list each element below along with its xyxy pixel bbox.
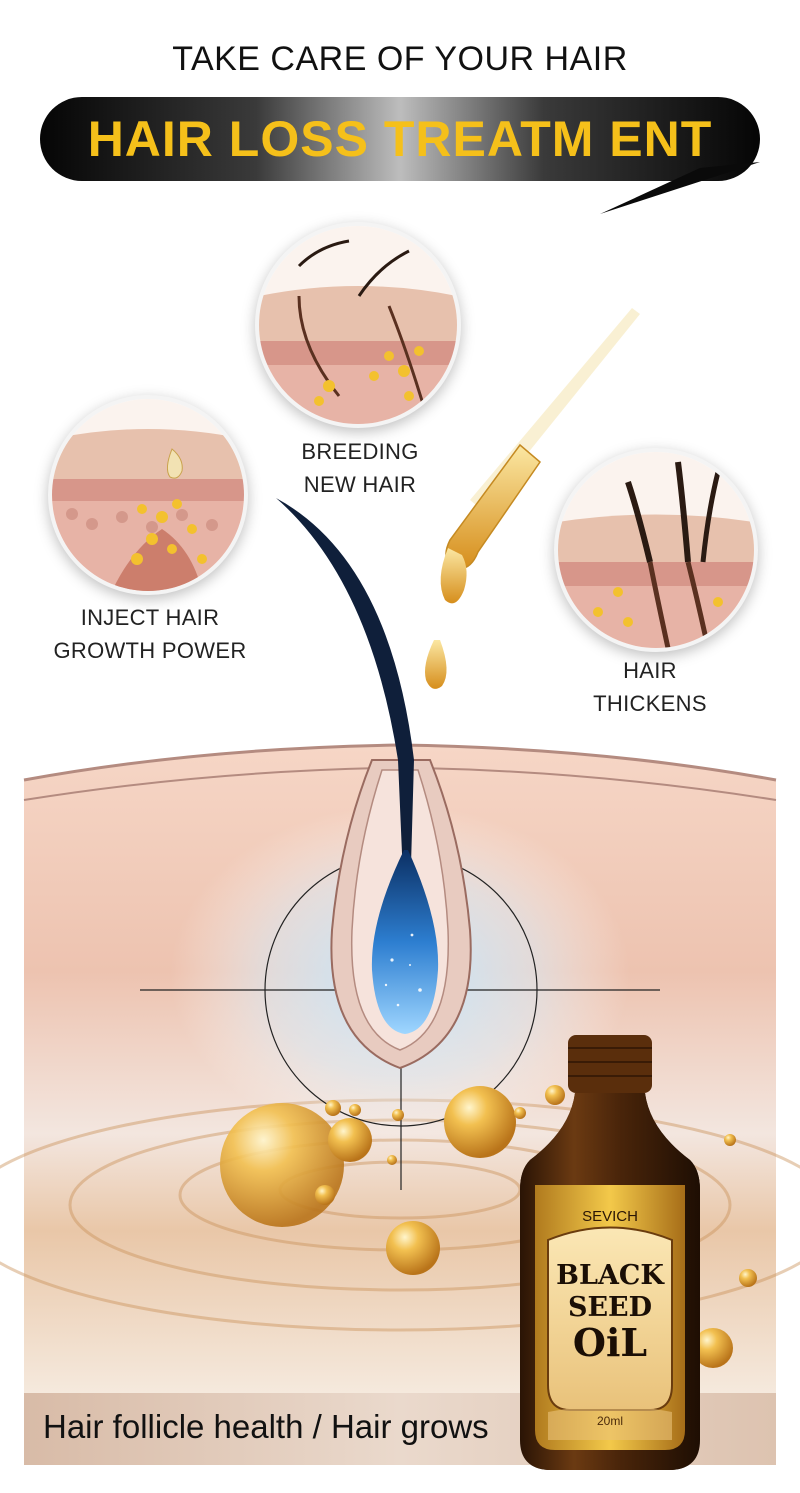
dropper-icon <box>440 308 640 604</box>
oil-drop-icon <box>425 640 447 689</box>
step-circle-breeding <box>255 222 461 428</box>
bottle-volume: 20ml <box>596 1414 623 1428</box>
bottle-brand: SEVICH <box>582 1208 638 1225</box>
caption-text: Hair follicle health / Hair grows <box>43 1408 489 1445</box>
banner-tail-icon <box>600 162 760 214</box>
step-label-breeding: BREEDING NEW HAIR <box>301 439 419 497</box>
page-subtitle: TAKE CARE OF YOUR HAIR <box>172 40 628 78</box>
step-circle-thickens <box>554 448 758 652</box>
step-label-thickens: HAIR THICKENS <box>593 658 707 716</box>
bottle-name-line1: BLACK <box>556 1260 664 1291</box>
step-label-inject: INJECT HAIR GROWTH POWER <box>53 605 247 663</box>
bottle-name-line3: OiL <box>572 1320 648 1365</box>
step-circle-inject <box>48 395 248 595</box>
title-banner <box>40 97 760 181</box>
bottle-name-line2: SEED <box>567 1292 653 1323</box>
page-title: HAIR LOSS TREATM ENT <box>87 111 713 167</box>
